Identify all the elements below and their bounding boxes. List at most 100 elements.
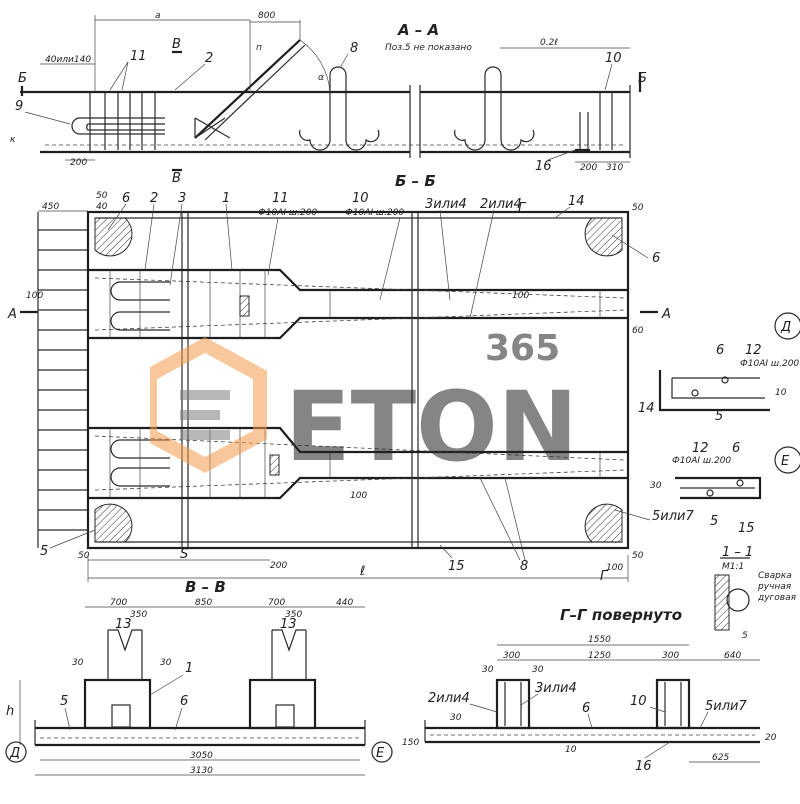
cut-v-bottom: В [172,171,181,186]
dim-100-bb-left: 100 [26,291,43,301]
detail-e-marker: Е [781,454,790,469]
pos-14-bb: 14 [568,194,585,209]
dim-50-bb-bl: 50 [78,551,90,561]
pos-6-bb-right: 6 [652,251,660,266]
pos-6-e: 6 [732,441,740,456]
dim-50-bb-tr: 50 [632,203,644,213]
detail-d-marker: Д [780,320,791,335]
dim-30-gg-left: 30 [482,665,494,675]
dim-10-d: 10 [775,388,787,398]
section-gg: Г–Г повернуто 1550 300 1250 300 640 30 3… [402,606,777,774]
dim-300-right: 300 [662,651,679,661]
pos-10-bb: 10 [352,191,369,206]
dim-1250: 1250 [588,651,611,661]
pos-3-bb: 3 [178,191,186,206]
section-bb-title: Б – Б [395,172,436,190]
dim-60-bb: 60 [632,326,644,336]
dim-40-bb: 40 [96,202,108,212]
dim-30-vv-left: 30 [72,658,84,668]
pos-11-aa: 11 [130,49,147,64]
dim-850: 850 [195,598,212,608]
section-vv-title: В – В [185,578,226,596]
dim-50-bb-br: 50 [632,551,644,561]
dim-450: 450 [42,202,59,212]
pos-5-vv: 5 [60,694,68,709]
pos-2-aa: 2 [205,51,213,66]
dim-k: к [10,135,16,145]
section-11: 1 – 1 М1:1 Сварка ручная дуговая 5 [714,545,797,641]
pos-1-bb: 1 [222,191,230,206]
dim-a-top: а [155,11,161,21]
dim-200-aa-right: 200 [580,163,597,173]
dim-n: п [256,43,262,53]
section-gg-title: Г–Г повернуто [560,606,682,624]
dim-alpha: α [318,73,324,83]
dim-40-140: 40или140 [45,55,91,65]
weld-note-1: Сварка [758,571,792,581]
weld-note-2: ручная [757,582,792,592]
pos-1-vv: 1 [185,661,193,676]
pos-5or7-bb: 5или7 [652,509,694,524]
dim-30-gg-right: 30 [532,665,544,675]
pos-5-bb: 5 [40,544,48,559]
pos-10-gg: 10 [630,694,647,709]
pos-5or7-gg: 5или7 [705,699,747,714]
cut-v-top: В [172,37,181,52]
pos-13-vv-right: 13 [280,617,297,632]
dim-30-gg-bottom: 30 [450,713,462,723]
pos-15-e: 15 [738,521,755,536]
dim-30-vv-right: 30 [160,658,172,668]
cut-g-bottom: Г [600,569,609,584]
pos-6-bb-left: 6 [122,191,130,206]
dim-3130: 3130 [190,766,213,776]
dim-640: 640 [724,651,741,661]
detail-d-ref: Д [9,746,20,761]
dim-100-bb-lower: 100 [350,491,367,501]
cut-g-top: Г [518,201,527,216]
pos-6-vv: 6 [180,694,188,709]
dim-350-left: 350 [130,610,147,620]
dim-200-aa: 200 [70,158,87,168]
cut-b-right: Б [638,71,647,86]
pos-10-aa: 10 [605,51,622,66]
dim-02l: 0.2ℓ [540,38,558,48]
pos-15-bb: 15 [448,559,465,574]
spec-12-e: Ф10АI ш.200 [672,456,731,466]
pos-5-e: 5 [710,514,718,529]
section-aa: А – А Поз.5 не показано [10,11,647,186]
detail-e: Е 12 Ф10АI ш.200 6 5 15 30 [650,441,800,536]
pos-13-vv-left: 13 [115,617,132,632]
pos-3or4-bb: 3или4 [425,197,467,212]
section-bb: Б – Б [7,172,694,584]
detail-e-ref: Е [376,746,385,761]
dim-100-bb-upper: 100 [512,291,529,301]
dim-700-left: 700 [110,598,127,608]
dim-1550: 1550 [588,635,611,645]
dim-50-bb-tl: 50 [96,191,108,201]
spec-10-bb: Ф10АI ш.200 [345,208,404,218]
section-11-scale: М1:1 [722,562,744,572]
dim-3050: 3050 [190,751,213,761]
pos-6-d: 6 [716,343,724,358]
pos-16-aa: 16 [535,159,552,174]
pos-3or4-gg: 3или4 [535,681,577,696]
dim-150: 150 [402,738,419,748]
section-aa-title: А – А [397,21,439,39]
pos-12-d: 12 [745,343,762,358]
section-aa-note: Поз.5 не показано [385,43,472,53]
dim-200-bb: 200 [270,561,287,571]
dim-l: ℓ [359,564,365,579]
dim-800: 800 [258,11,275,21]
detail-d: Д 6 12 Ф10АI ш.200 5 14 10 [638,312,800,424]
spec-11-bb: Ф10АI ш.200 [258,208,317,218]
pos-2or4-gg: 2или4 [428,691,470,706]
dim-700-right: 700 [268,598,285,608]
pos-8-bb: 8 [520,559,528,574]
section-vv: В – В 700 350 850 700 350 440 30 30 3050… [5,578,393,776]
cut-a-left: А [7,307,17,322]
pos-12-e: 12 [692,441,709,456]
dim-h: h [6,704,14,719]
pos-2-bb: 2 [150,191,158,206]
